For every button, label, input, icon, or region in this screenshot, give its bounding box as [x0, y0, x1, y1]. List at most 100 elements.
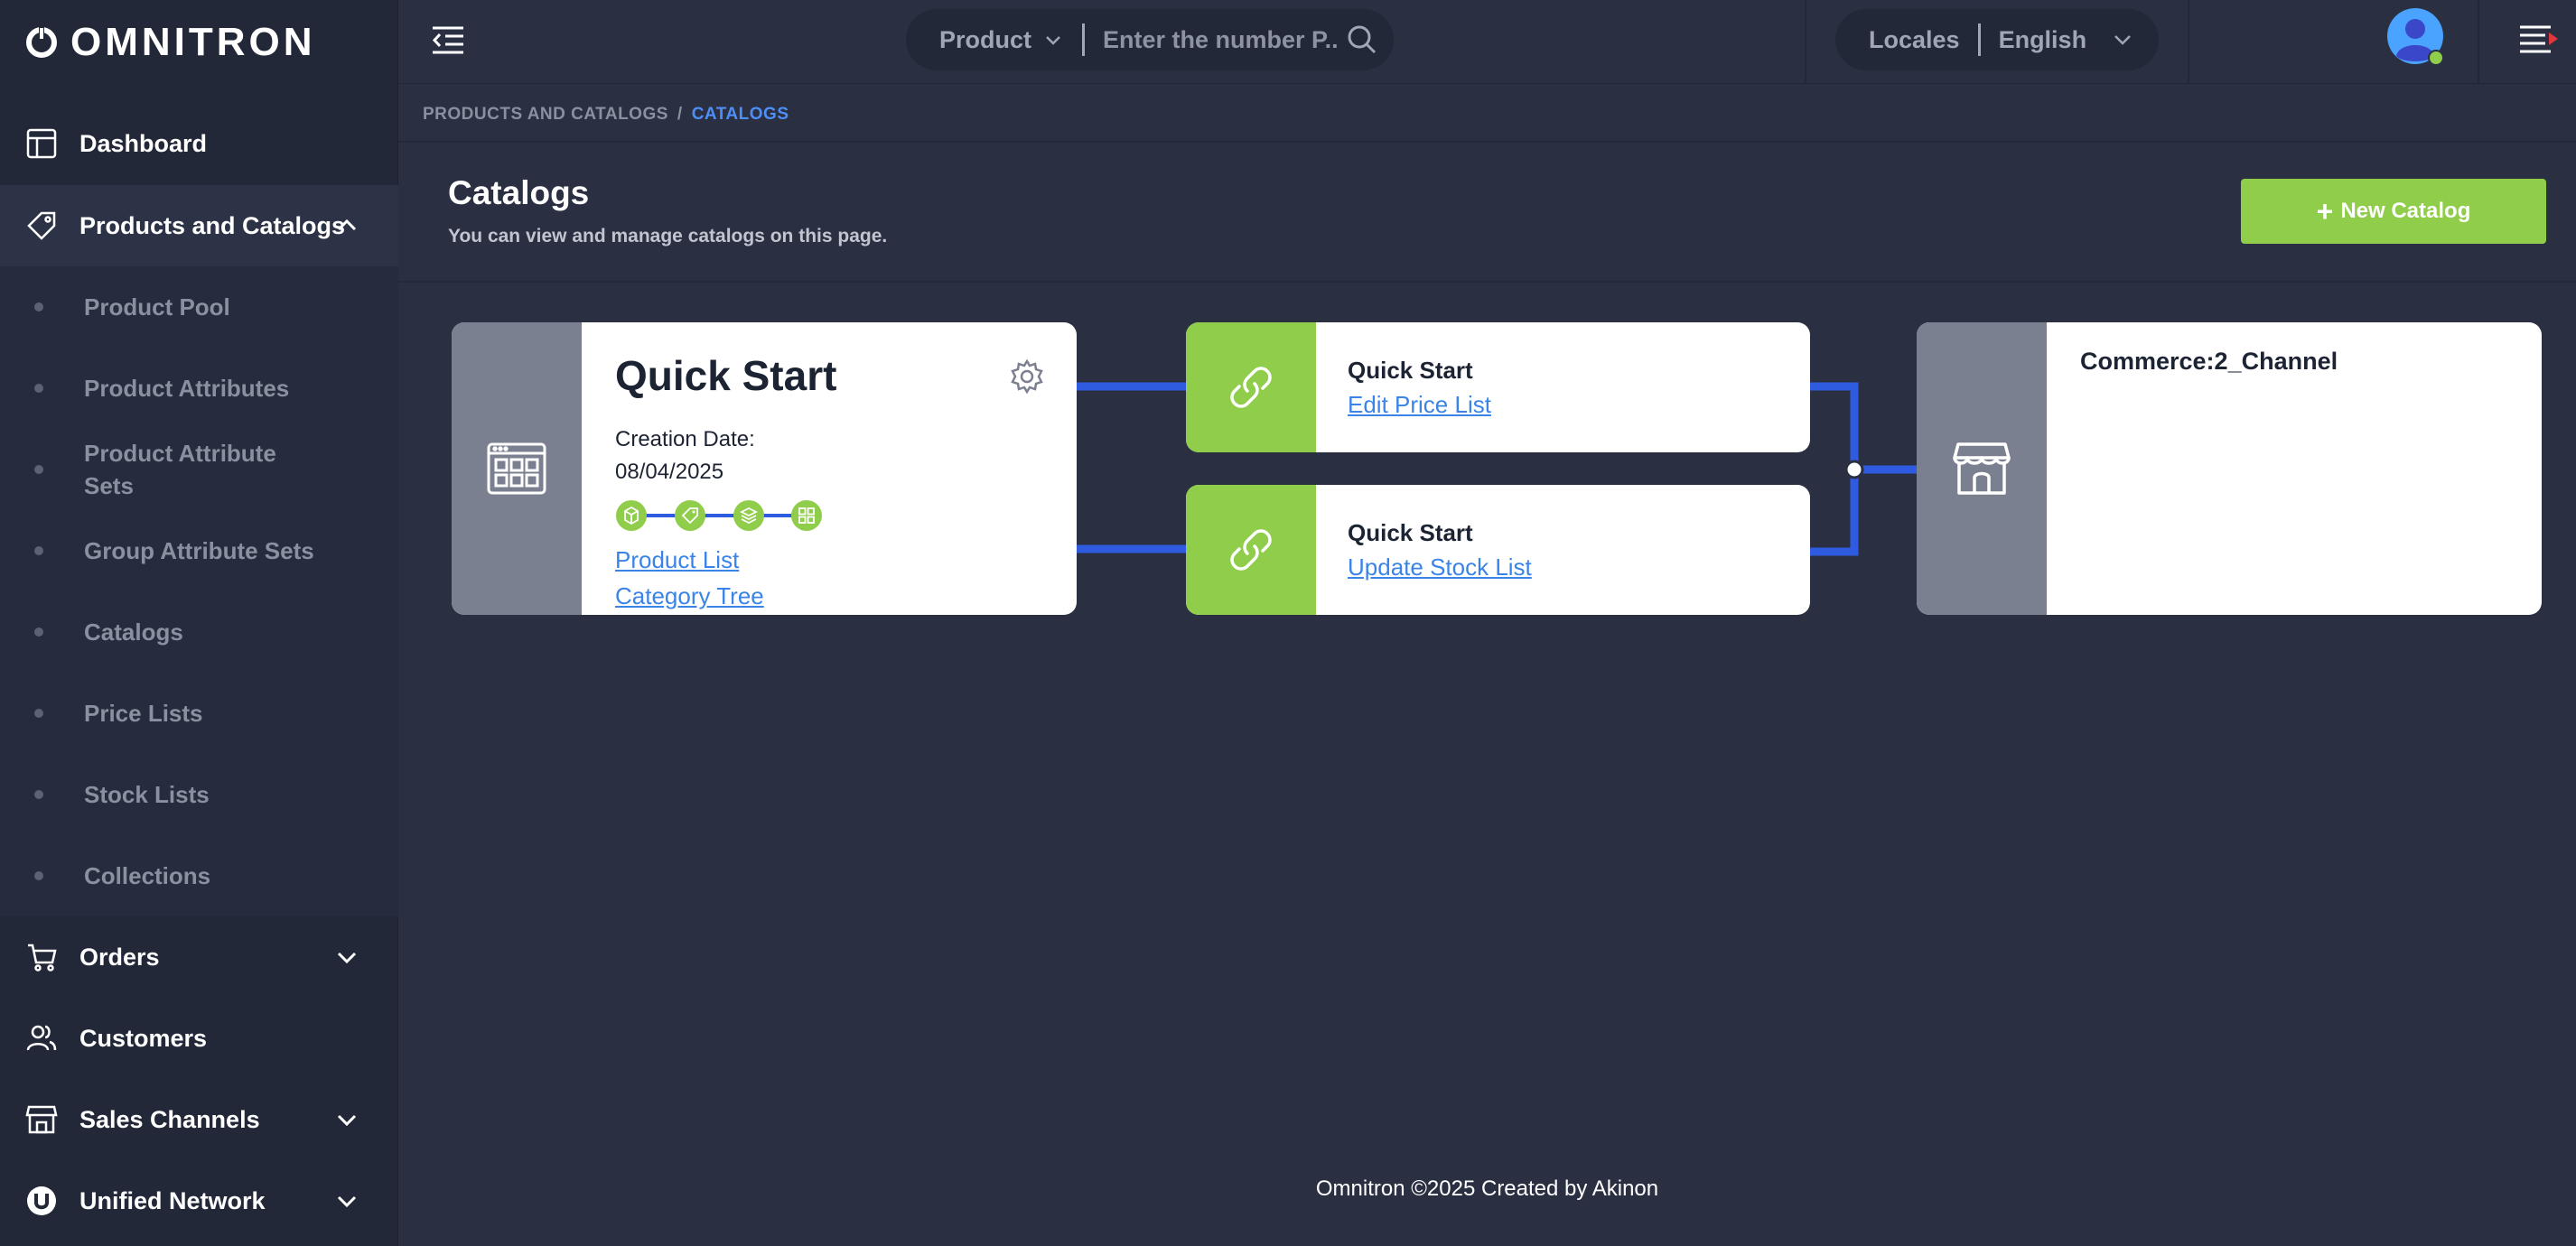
stock-list-card: Quick Start Update Stock List — [1186, 485, 1810, 615]
sidebar-item-products-and-catalogs[interactable]: Products and Catalogs — [0, 185, 398, 266]
bullet-icon — [34, 628, 43, 637]
topbar-divider — [2188, 0, 2189, 84]
locale-value: English — [1998, 25, 2087, 53]
bullet-icon — [34, 546, 43, 555]
sidebar-item-orders[interactable]: Orders — [0, 916, 398, 998]
catalog-card: Quick Start Creation Date: 08/04/2025 Pr… — [452, 322, 1077, 615]
bullet-icon — [34, 384, 43, 393]
price-list-card-side — [1186, 322, 1316, 452]
sidebar-item-label: Orders — [79, 943, 160, 971]
search-input[interactable] — [1103, 25, 1339, 54]
search-icon[interactable] — [1347, 24, 1377, 55]
catalog-icon — [487, 442, 546, 495]
sidebar-subitem-label: Stock Lists — [84, 781, 210, 808]
chevron-down-icon[interactable] — [335, 1189, 359, 1213]
breadcrumb-parent[interactable]: PRODUCTS AND CATALOGS — [423, 105, 668, 124]
edit-price-list-link[interactable]: Edit Price List — [1348, 391, 1491, 418]
users-icon — [26, 1025, 57, 1051]
sidebar-item-group-attribute-sets[interactable]: Group Attribute Sets — [0, 510, 398, 591]
chevron-down-icon[interactable] — [335, 1108, 359, 1131]
sidebar-item-price-lists[interactable]: Price Lists — [0, 673, 398, 754]
sidebar-item-product-pool[interactable]: Product Pool — [0, 266, 398, 348]
sidebar-item-product-attribute-sets[interactable]: Product Attribute Sets — [0, 429, 398, 510]
sidebar-subitem-label: Product Pool — [84, 293, 230, 321]
catalog-card-side — [452, 322, 582, 615]
sidebar-item-label: Sales Channels — [79, 1105, 260, 1133]
category-tree-link[interactable]: Category Tree — [615, 582, 764, 609]
layers-icon — [733, 500, 764, 531]
stock-list-card-side — [1186, 485, 1316, 615]
box-icon — [616, 500, 647, 531]
sidebar-item-sales-channels[interactable]: Sales Channels — [0, 1079, 398, 1160]
omnitron-logo-icon — [26, 26, 57, 58]
sidebar: OMNITRON Dashboard Products and Catalogs… — [0, 0, 398, 1246]
sidebar-item-customers[interactable]: Customers — [0, 998, 398, 1079]
bullet-icon — [34, 709, 43, 718]
channel-name: Commerce:2_Channel — [2080, 348, 2338, 375]
locale-select[interactable]: Locales English — [1835, 9, 2159, 70]
plus-icon: + — [2316, 195, 2334, 228]
page-title: Catalogs — [448, 174, 590, 211]
sidebar-subitem-label: Product Attributes — [84, 375, 290, 402]
global-search: Product — [906, 9, 1394, 70]
sidebar-subitem-label: Price Lists — [84, 700, 203, 727]
menu-icon[interactable] — [2518, 23, 2560, 54]
topbar: Product Locales English — [398, 0, 2576, 84]
sidebar-item-product-attributes[interactable]: Product Attributes — [0, 348, 398, 429]
catalog-steps — [616, 500, 822, 531]
grid-icon — [791, 500, 822, 531]
search-type-select[interactable]: Product — [906, 23, 1086, 56]
link-icon — [1230, 529, 1272, 571]
store-icon — [25, 1105, 58, 1134]
header-divider — [398, 281, 2576, 283]
stock-list-name: Quick Start — [1348, 519, 1473, 546]
update-stock-list-link[interactable]: Update Stock List — [1348, 553, 1532, 581]
topbar-divider — [1805, 0, 1806, 84]
bullet-icon — [34, 465, 43, 474]
sidebar-item-label: Unified Network — [79, 1186, 266, 1214]
breadcrumb-separator: / — [677, 105, 683, 124]
tag-icon — [27, 211, 56, 240]
link-icon — [1230, 367, 1272, 408]
locales-label: Locales — [1835, 23, 1981, 56]
sidebar-item-dashboard[interactable]: Dashboard — [0, 103, 398, 184]
sidebar-item-label: Dashboard — [79, 129, 208, 157]
omnitron-logo[interactable]: OMNITRON — [25, 18, 316, 67]
sidebar-item-collections[interactable]: Collections — [0, 835, 398, 916]
sidebar-item-catalogs[interactable]: Catalogs — [0, 591, 398, 673]
sidebar-item-label: Customers — [79, 1024, 208, 1052]
price-list-card: Quick Start Edit Price List — [1186, 322, 1810, 452]
sidebar-subitem-label: Group Attribute Sets — [84, 537, 314, 564]
chevron-down-icon — [2114, 35, 2131, 45]
gear-icon[interactable] — [1009, 358, 1045, 395]
sidebar-subitem-label: Product Attribute Sets — [84, 440, 276, 499]
sidebar-subitem-label: Collections — [84, 862, 211, 889]
footer: Omnitron ©2025 Created by Akinon — [1315, 1176, 1659, 1201]
collapse-sidebar-icon[interactable] — [431, 23, 465, 58]
new-catalog-label: New Catalog — [2340, 199, 2471, 223]
creation-date-value: 08/04/2025 — [615, 460, 724, 484]
sidebar-subitem-label: Catalogs — [84, 618, 183, 646]
breadcrumb-current: CATALOGS — [691, 105, 789, 124]
store-icon — [1953, 442, 2011, 495]
creation-date-label: Creation Date: — [615, 427, 755, 451]
bullet-icon — [34, 790, 43, 799]
chevron-up-icon[interactable] — [335, 214, 359, 237]
bullet-icon — [34, 871, 43, 880]
new-catalog-button[interactable]: + New Catalog — [2241, 179, 2546, 244]
chevron-down-icon[interactable] — [335, 945, 359, 969]
sidebar-item-unified-network[interactable]: Unified Network — [0, 1160, 398, 1241]
brand-name: OMNITRON — [70, 20, 316, 64]
tag-icon — [675, 500, 705, 531]
cart-icon — [28, 944, 57, 972]
dashboard-icon — [26, 128, 57, 159]
avatar[interactable] — [2386, 7, 2446, 67]
product-list-link[interactable]: Product List — [615, 546, 740, 573]
chevron-down-icon — [1046, 36, 1060, 45]
products-submenu: Product Pool Product Attributes Product … — [0, 266, 398, 916]
topbar-divider — [2478, 0, 2479, 84]
catalog-name: Quick Start — [615, 352, 837, 399]
sidebar-item-stock-lists[interactable]: Stock Lists — [0, 754, 398, 835]
unified-network-icon — [27, 1186, 56, 1215]
price-list-name: Quick Start — [1348, 357, 1473, 384]
